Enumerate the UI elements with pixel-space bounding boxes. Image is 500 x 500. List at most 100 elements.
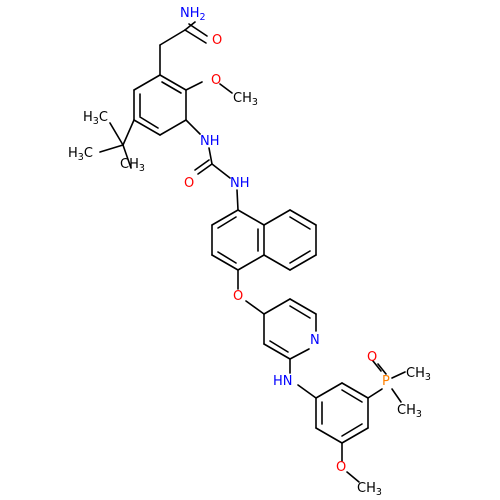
bond — [217, 216, 237, 229]
bond — [161, 81, 182, 94]
atom-labels: NH2 O O CH3 H3C H3C CH3 NH O NH O N HN O… — [68, 6, 431, 498]
bond — [185, 119, 201, 135]
amide-nh2-label: NH2 — [180, 6, 206, 23]
bond — [184, 21, 196, 31]
bond — [377, 363, 387, 375]
atom-symbol-tail: C — [84, 146, 93, 161]
atom-subscript: 3 — [425, 372, 431, 383]
urea-nh-label: NH — [230, 176, 250, 191]
bond — [341, 427, 369, 444]
bond — [211, 163, 231, 179]
bond — [289, 348, 310, 360]
bond — [208, 147, 213, 165]
atom-subscript: 3 — [93, 116, 99, 127]
atom-symbol: O — [367, 350, 377, 365]
bond — [237, 209, 265, 226]
atom-symbol: O — [233, 289, 243, 304]
bond — [315, 382, 343, 399]
bond — [109, 122, 124, 146]
anilino-nh-label: HN — [273, 374, 293, 389]
atom-symbol: CH — [120, 157, 139, 172]
bond — [346, 471, 360, 483]
bond — [122, 119, 135, 146]
bond — [188, 23, 208, 37]
bond — [236, 189, 239, 211]
bond — [194, 159, 210, 171]
bond — [159, 119, 187, 136]
bond — [269, 340, 289, 353]
bond — [211, 254, 239, 271]
atom-symbol: CH — [406, 366, 425, 381]
atom-subscript: 3 — [252, 97, 258, 108]
bond — [341, 423, 363, 437]
bond — [289, 250, 311, 264]
urea-nh-label: NH — [200, 134, 220, 149]
atom-subscript: 3 — [78, 152, 84, 163]
bond — [289, 216, 311, 230]
atom-symbol: NH — [200, 134, 220, 149]
phosphoryl-oxygen-label: O — [367, 350, 377, 365]
bond — [372, 360, 382, 372]
bond — [289, 305, 311, 319]
bond — [99, 144, 124, 153]
atom-subscript: 3 — [416, 409, 422, 420]
atom-symbol: NH — [180, 6, 200, 21]
atom-symbol: O — [211, 73, 221, 88]
methoxy-oxygen-label: O — [211, 73, 221, 88]
atom-symbol-tail: C — [99, 110, 108, 125]
atom-symbol: P — [382, 374, 390, 389]
bond — [341, 382, 369, 399]
bond — [237, 254, 265, 271]
atom-symbol: N — [310, 333, 320, 348]
bond — [133, 119, 161, 136]
urea-oxygen-label: O — [184, 176, 194, 191]
tbutyl-methyl-label: CH3 — [120, 157, 145, 174]
lower-methoxy-oxygen-label: O — [336, 460, 346, 475]
atom-symbol: O — [184, 176, 194, 191]
atom-subscript: 3 — [139, 163, 145, 174]
bond — [159, 29, 186, 46]
tbutyl-methyl-label: H3C — [83, 110, 108, 127]
bond — [133, 74, 161, 91]
phosphorus-label: P — [382, 374, 390, 389]
bond — [211, 209, 239, 226]
atom-subscript: 2 — [200, 12, 206, 23]
bond — [367, 388, 383, 399]
bond — [263, 298, 291, 315]
bond — [289, 298, 317, 315]
bond — [217, 251, 237, 264]
bond — [263, 343, 291, 360]
bond — [139, 116, 159, 129]
bond — [263, 254, 291, 271]
p-methyl-label: CH3 — [397, 403, 422, 420]
bond — [341, 389, 363, 403]
pyridine-nitrogen-label: N — [310, 333, 320, 348]
bond — [263, 209, 291, 226]
bond — [289, 209, 317, 226]
atom-symbol: CH — [357, 481, 376, 496]
bond — [159, 74, 187, 91]
atom-symbol: CH — [233, 91, 252, 106]
atom-symbol: CH — [397, 403, 416, 418]
p-methyl-label: CH3 — [406, 366, 431, 383]
bond — [297, 384, 317, 399]
bond — [197, 163, 213, 175]
bond — [122, 144, 132, 169]
atom-subscript: 3 — [376, 487, 382, 498]
atom-symbol: O — [336, 460, 346, 475]
bonds — [99, 21, 406, 483]
bond — [391, 388, 402, 403]
atom-symbol: O — [212, 33, 222, 48]
atom-symbol: H — [83, 110, 93, 125]
bond — [391, 371, 406, 379]
ether-oxygen-label: O — [233, 289, 243, 304]
bond — [245, 300, 265, 315]
atom-symbol: H — [68, 146, 78, 161]
bond — [184, 29, 207, 44]
bond — [185, 81, 203, 91]
tbutyl-methyl-label: H3C — [68, 146, 93, 163]
bond — [289, 254, 317, 271]
bond — [219, 83, 233, 94]
lower-methoxy-ch3-label: CH3 — [357, 481, 382, 498]
